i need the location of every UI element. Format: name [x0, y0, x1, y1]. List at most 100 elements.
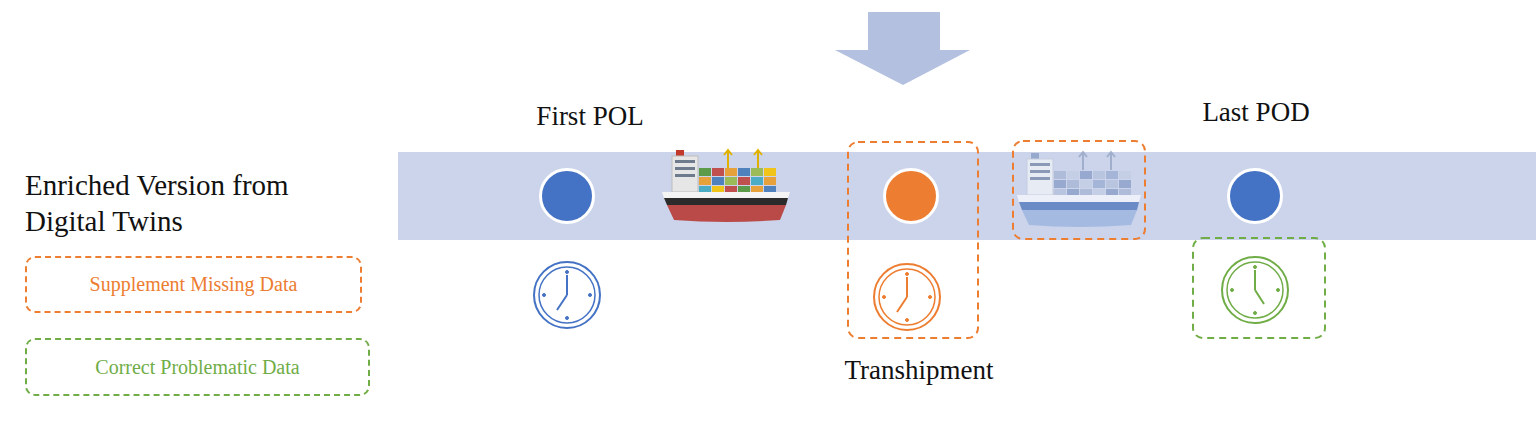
corrected-data-highlight [1193, 238, 1325, 338]
ship-icon [667, 205, 786, 222]
clock-icon [906, 277, 908, 297]
clock-icon [906, 273, 909, 276]
ship-icon [724, 150, 732, 155]
ship-icon [672, 156, 698, 192]
missing-data-highlight [1013, 141, 1145, 239]
clock-icon [566, 275, 568, 295]
clock-icon [1222, 257, 1288, 323]
ship-icon-enriched [1079, 152, 1087, 157]
ship-icon [675, 167, 695, 170]
ship-icon-enriched [1030, 177, 1050, 180]
clock-icon [874, 264, 940, 330]
ship-icon-enriched [1093, 189, 1105, 195]
ship-icon [712, 186, 724, 192]
ship-icon-enriched [1080, 189, 1092, 195]
ship-icon [712, 177, 724, 185]
port-label: First POL [536, 101, 643, 132]
ship-icon-enriched [1017, 195, 1141, 202]
port-circle: Transhipment [883, 168, 939, 224]
clock-icon [879, 269, 935, 325]
ship-icon-enriched [1022, 210, 1137, 227]
clock-icon [1255, 290, 1264, 304]
ship-icon-enriched [1067, 180, 1079, 188]
ship-icon-enriched [1054, 180, 1066, 188]
clock-icon [534, 262, 600, 328]
missing-data-highlight [848, 142, 978, 338]
ship-icon [675, 160, 695, 163]
clock-icon [1231, 289, 1234, 292]
ship-icon [725, 186, 737, 192]
clock-icon [1254, 312, 1257, 315]
ship-icon [738, 168, 750, 176]
legend-item: Supplement Missing Data [25, 256, 362, 313]
clock-icon [1277, 289, 1280, 292]
legend-label: Correct Problematic Data [95, 356, 299, 379]
port-circle: First POL [539, 168, 595, 224]
ship-icon-enriched [1119, 189, 1131, 195]
ship-icon [699, 177, 711, 185]
ship-icon-enriched [1030, 163, 1050, 166]
ship-icon-enriched [1106, 180, 1118, 188]
ship-icon [764, 168, 776, 176]
ship-icon [738, 177, 750, 185]
ship-icon [675, 174, 695, 177]
ship-icon-enriched [1106, 189, 1118, 195]
clock-icon [1254, 270, 1256, 290]
ship-icon [751, 168, 763, 176]
ship-icon-enriched [1110, 152, 1112, 170]
ship-icon-enriched [1093, 171, 1105, 179]
ship-icon [751, 186, 763, 192]
clock-icon [929, 296, 932, 299]
ship-icon [764, 177, 776, 185]
down-arrow [835, 12, 970, 85]
ship-icon-enriched [1106, 171, 1118, 179]
port-label: Transhipment [844, 355, 993, 386]
ship-icon-enriched [1031, 153, 1039, 159]
ship-icon [754, 150, 762, 155]
ship-icon [725, 177, 737, 185]
ship-icon [725, 168, 737, 176]
clock-icon [566, 317, 569, 320]
ship-icon-enriched [1054, 189, 1066, 195]
port-label: Last POD [1202, 97, 1309, 128]
ship-icon-enriched [1027, 159, 1053, 195]
ship-icon-enriched [1030, 170, 1050, 173]
ship-icon-enriched [1054, 171, 1066, 179]
clock-icon [543, 294, 546, 297]
ship-icon [664, 198, 788, 205]
legend-item: Correct Problematic Data [25, 338, 370, 396]
ship-icon-enriched [1080, 171, 1092, 179]
clock-icon [566, 271, 569, 274]
clock-icon [874, 264, 940, 330]
ship-icon-enriched [1080, 180, 1092, 188]
row-heading: Enriched Version from Digital Twins [25, 167, 375, 239]
clock-icon [906, 319, 909, 322]
timeline-band [398, 152, 1536, 240]
ship-icon [676, 150, 684, 156]
ship-icon-enriched [1067, 171, 1079, 179]
ship-icon [757, 150, 759, 168]
clock-icon [539, 267, 595, 323]
ship-icon [699, 168, 711, 176]
ship-icon [662, 192, 790, 198]
ship-icon [727, 150, 729, 168]
clock-icon [1222, 257, 1288, 323]
clock-icon [534, 262, 600, 328]
ship-icon [699, 186, 711, 192]
clock-icon [1254, 266, 1257, 269]
ship-icon [712, 168, 724, 176]
ship-icon [764, 186, 776, 192]
ship-icon-enriched [1107, 152, 1115, 157]
ship-icon-enriched [1093, 180, 1105, 188]
ship-icon [662, 150, 790, 222]
legend-label: Supplement Missing Data [90, 273, 298, 296]
port-circle: Last POD [1227, 168, 1283, 224]
ship-icon-enriched [1067, 189, 1079, 195]
ship-icon [751, 177, 763, 185]
ship-icon-enriched [1017, 152, 1141, 227]
ship-icon-enriched [1082, 152, 1084, 170]
clock-icon [883, 296, 886, 299]
clock-icon [1227, 262, 1283, 318]
ship-icon-enriched [1019, 202, 1139, 210]
ship-icon-enriched [1119, 171, 1131, 179]
